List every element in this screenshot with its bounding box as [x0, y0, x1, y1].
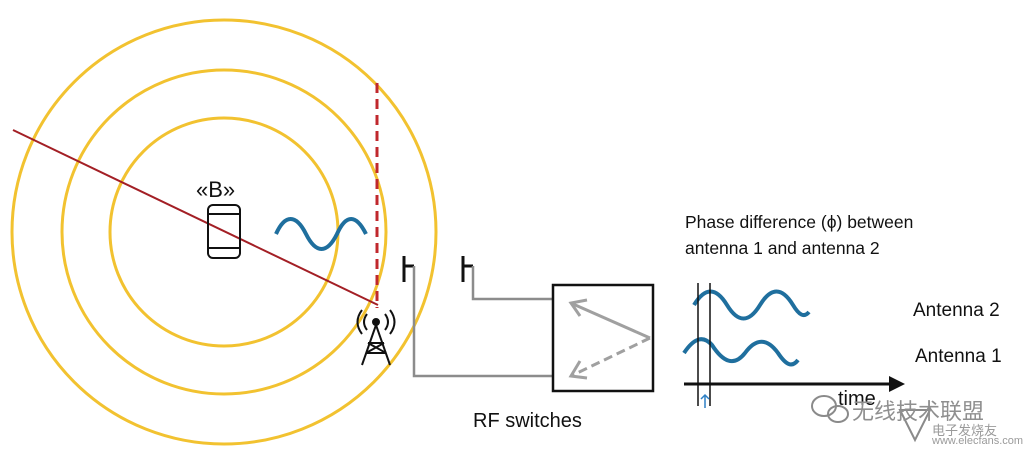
wire-antenna-2: [471, 266, 553, 301]
signal-wave: [274, 217, 368, 251]
antenna-icon-2: [461, 256, 473, 282]
watermark-url: www.elecfans.com: [932, 435, 1024, 447]
phase-title-line2: antenna 1 and antenna 2: [685, 238, 880, 258]
antenna2-label: Antenna 2: [913, 300, 1000, 321]
ring-outer: [10, 18, 438, 446]
rf-switch-box: [551, 283, 655, 393]
wave-antenna-1: [682, 337, 800, 367]
tower-icon: [356, 309, 396, 366]
wire-antenna-1: [412, 266, 553, 378]
phone-label: «B»: [196, 177, 236, 202]
ring-middle: [60, 68, 388, 396]
time-axis: [684, 376, 905, 392]
wave-antenna-2: [692, 289, 811, 321]
antenna-icon-1: [402, 256, 414, 282]
phase-title-line1: Phase difference (ϕ) between: [685, 212, 914, 232]
watermark-cn-text: 无线技术联盟: [852, 399, 985, 424]
watermark-site: 电子发烧友: [932, 423, 998, 438]
elecfans-logo-icon: [898, 409, 932, 443]
time-axis-label: time: [838, 388, 876, 410]
antenna1-label: Antenna 1: [915, 346, 1002, 367]
switch-arrows: [568, 298, 651, 380]
phase-arrow-icon: [700, 393, 710, 408]
rf-switches-label: RF switches: [473, 410, 582, 432]
phone-icon: [207, 204, 241, 259]
wechat-icon: [811, 395, 849, 423]
signal-ray: [12, 129, 379, 306]
